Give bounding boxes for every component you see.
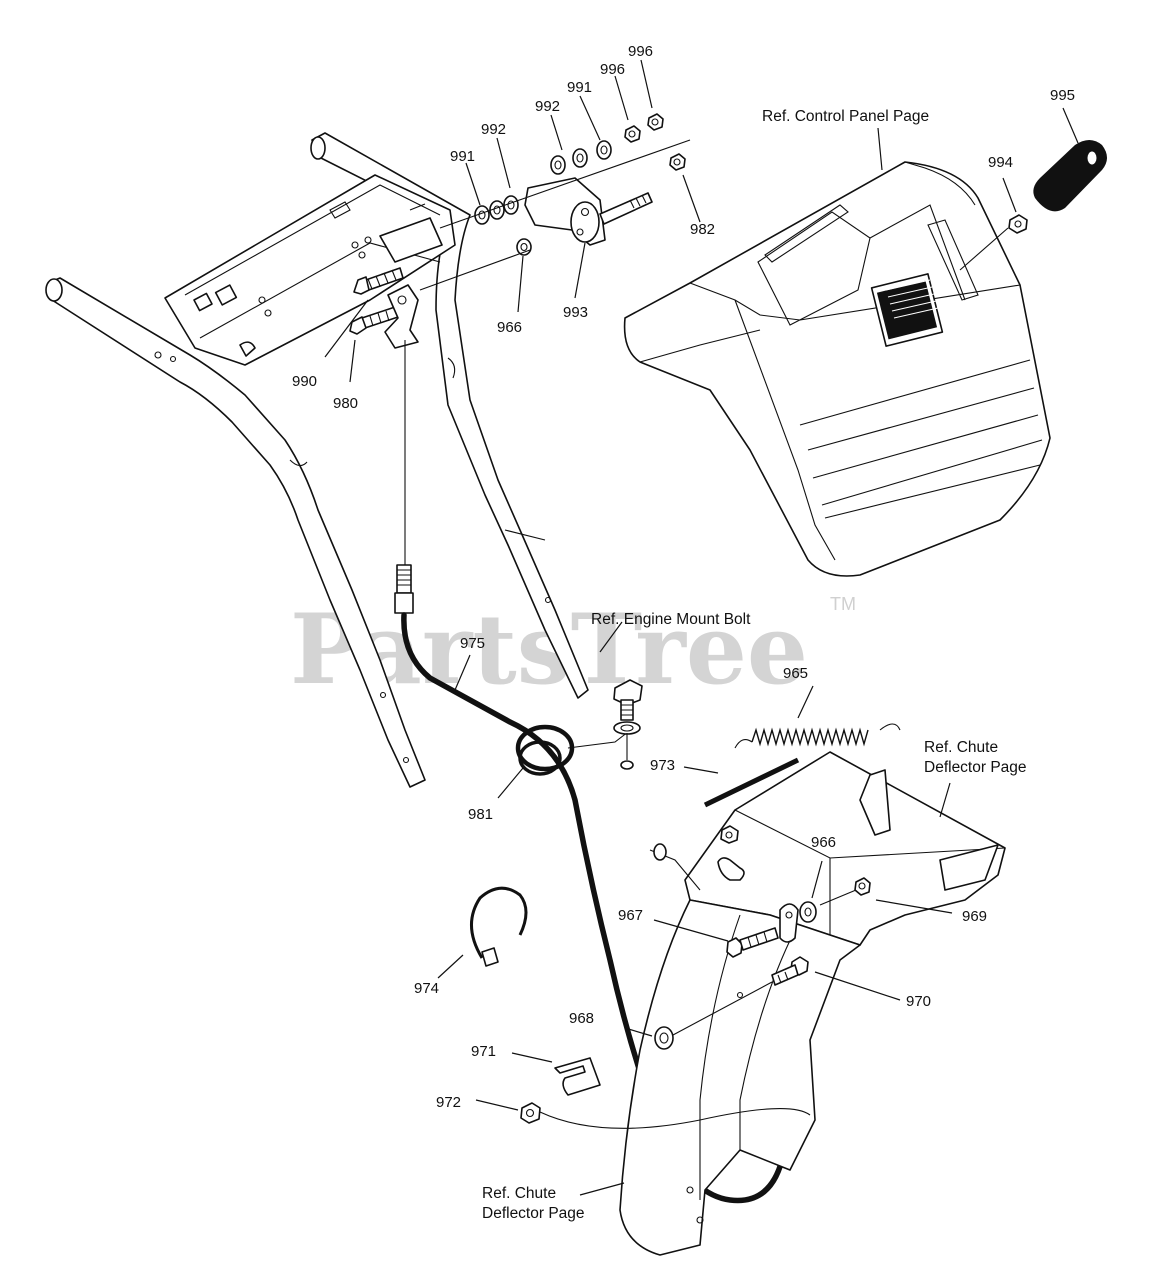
left-handle-outer: [45, 277, 426, 788]
callout-996b: 996: [600, 61, 625, 78]
ring-clamp-974: [470, 886, 528, 967]
callout-973: 973: [650, 757, 675, 774]
callout-996a: 996: [628, 43, 653, 60]
nut-994: [1008, 214, 1028, 234]
callout-972: 972: [436, 1094, 461, 1111]
nut-972: [520, 1102, 541, 1124]
callout-968: 968: [569, 1010, 594, 1027]
upper-hardware-stack: [474, 113, 686, 256]
callout-971: 971: [471, 1043, 496, 1060]
ref-chute-deflector-top-line1: Ref. Chute: [924, 739, 998, 756]
callout-labels: 996 996 991 992 992 991 995 994 982 993 …: [292, 43, 1075, 1111]
callout-965: 965: [783, 665, 808, 682]
callout-975: 975: [460, 635, 485, 652]
chute-control-plate: [619, 843, 861, 1256]
clip-971: [554, 1057, 601, 1096]
spring-965: [734, 723, 901, 749]
callout-981: 981: [468, 806, 493, 823]
bolt-980: [349, 306, 399, 335]
callout-969: 969: [962, 908, 987, 925]
knob-995: [1033, 140, 1107, 212]
callout-966a: 966: [497, 319, 522, 336]
ref-engine-mount-bolt: Ref. Engine Mount Bolt: [591, 611, 751, 628]
ref-chute-deflector-bottom-line2: Deflector Page: [482, 1205, 585, 1222]
callout-990: 990: [292, 373, 317, 390]
control-panel-cover: [623, 161, 1051, 577]
chute-deflector-bracket: [684, 751, 1006, 946]
leader-lines: [324, 59, 1079, 1196]
callout-980: 980: [333, 395, 358, 412]
ref-chute-deflector-bottom-line1: Ref. Chute: [482, 1185, 556, 1202]
ref-chute-deflector-top-line2: Deflector Page: [924, 759, 1027, 776]
callout-967: 967: [618, 907, 643, 924]
callout-994: 994: [988, 154, 1013, 171]
callout-992a: 992: [535, 98, 560, 115]
link-arm: [779, 903, 799, 943]
bolt-967: [726, 927, 779, 958]
pivot-bracket-993: [524, 177, 653, 246]
washer-968: [654, 1026, 674, 1050]
engine-mount-bolt: [613, 679, 643, 770]
control-bracket-assembly: [164, 174, 456, 366]
nut-969: [854, 877, 871, 896]
callout-991b: 991: [450, 148, 475, 165]
callout-970: 970: [906, 993, 931, 1010]
ref-control-panel-page: Ref. Control Panel Page: [762, 108, 929, 125]
callout-974: 974: [414, 980, 439, 997]
bolt-970: [771, 956, 809, 986]
callout-991a: 991: [567, 79, 592, 96]
cable-anchor-bracket: [384, 284, 419, 349]
watermark-trademark: TM: [830, 594, 856, 614]
bolt-990: [353, 267, 404, 295]
callout-995: 995: [1050, 87, 1075, 104]
reference-labels: Ref. Control Panel Page Ref. Engine Moun…: [482, 108, 1027, 1222]
callout-982: 982: [690, 221, 715, 238]
callout-993: 993: [563, 304, 588, 321]
callout-992b: 992: [481, 121, 506, 138]
washer-966-lower: [799, 901, 817, 923]
callout-966b: 966: [811, 834, 836, 851]
